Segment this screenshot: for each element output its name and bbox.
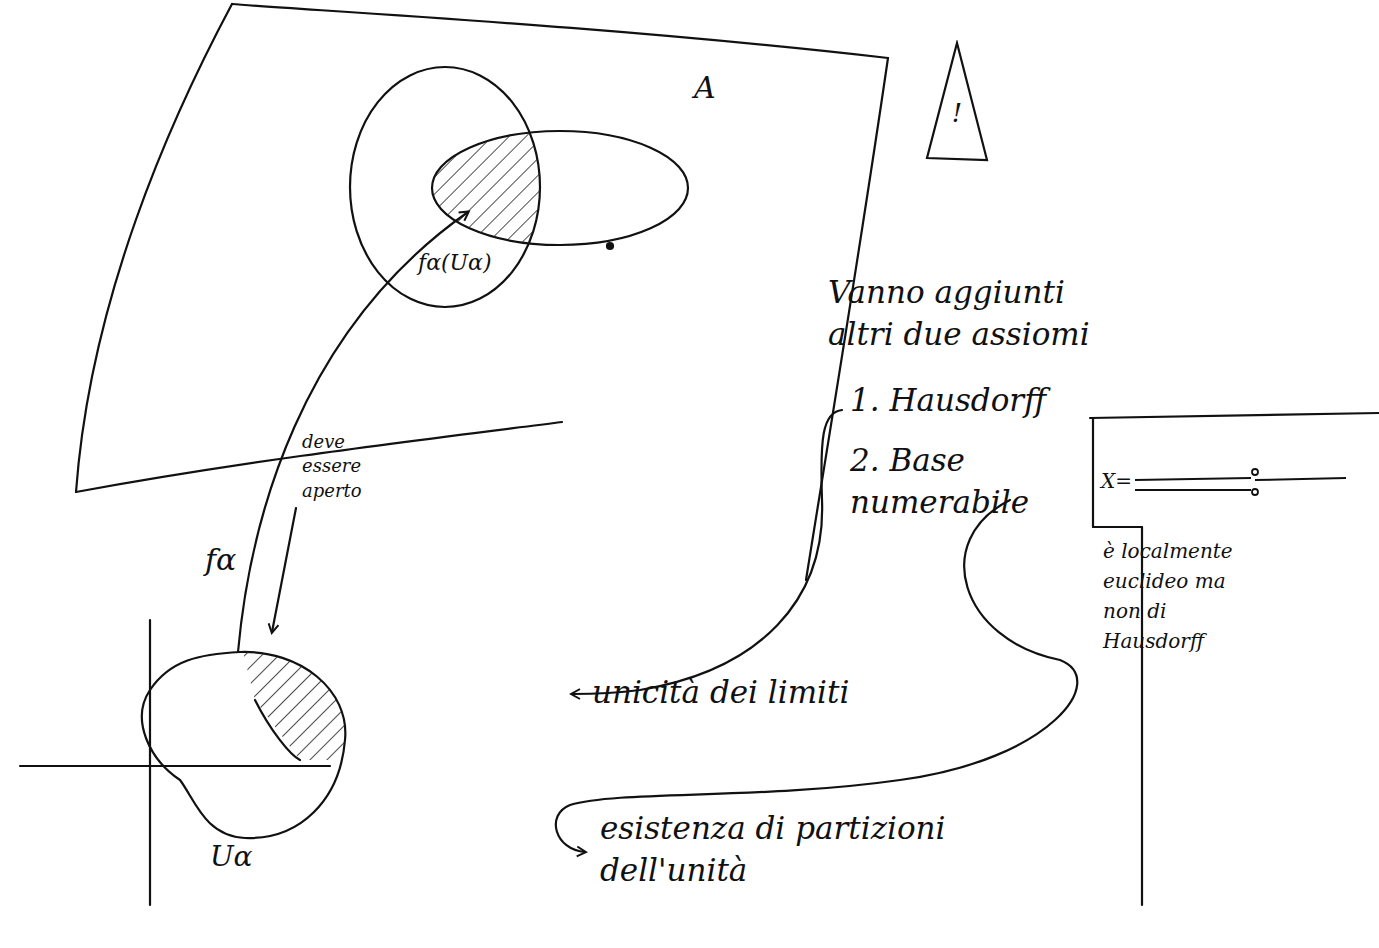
- annotation-text: deve essere aperto: [302, 430, 392, 503]
- note-text: Vanno aggiunti altri due assiomi: [828, 272, 1128, 356]
- example-box: X= è localmente euclideo ma non di Hausdo…: [1093, 418, 1363, 898]
- consequence-text: unicità dei limiti: [592, 672, 922, 714]
- line-with-two-origins: [1131, 458, 1351, 508]
- image-label: fα(Uα): [418, 248, 558, 278]
- domain-name: Uα: [210, 838, 270, 876]
- space-name: X=: [1101, 466, 1141, 496]
- axiom-item: 1. Hausdorff: [850, 380, 1110, 422]
- warning-triangle: !: [924, 40, 990, 164]
- axiom-item: 2. Base numerabile: [850, 440, 1110, 524]
- consequence-text: esistenza di partizioni dell'unità: [600, 808, 990, 892]
- region-name: A: [694, 68, 754, 109]
- warning-mark: !: [924, 40, 990, 128]
- example-text: è localmente euclideo ma non di Hausdorf…: [1103, 536, 1263, 656]
- map-name: fα: [205, 540, 265, 581]
